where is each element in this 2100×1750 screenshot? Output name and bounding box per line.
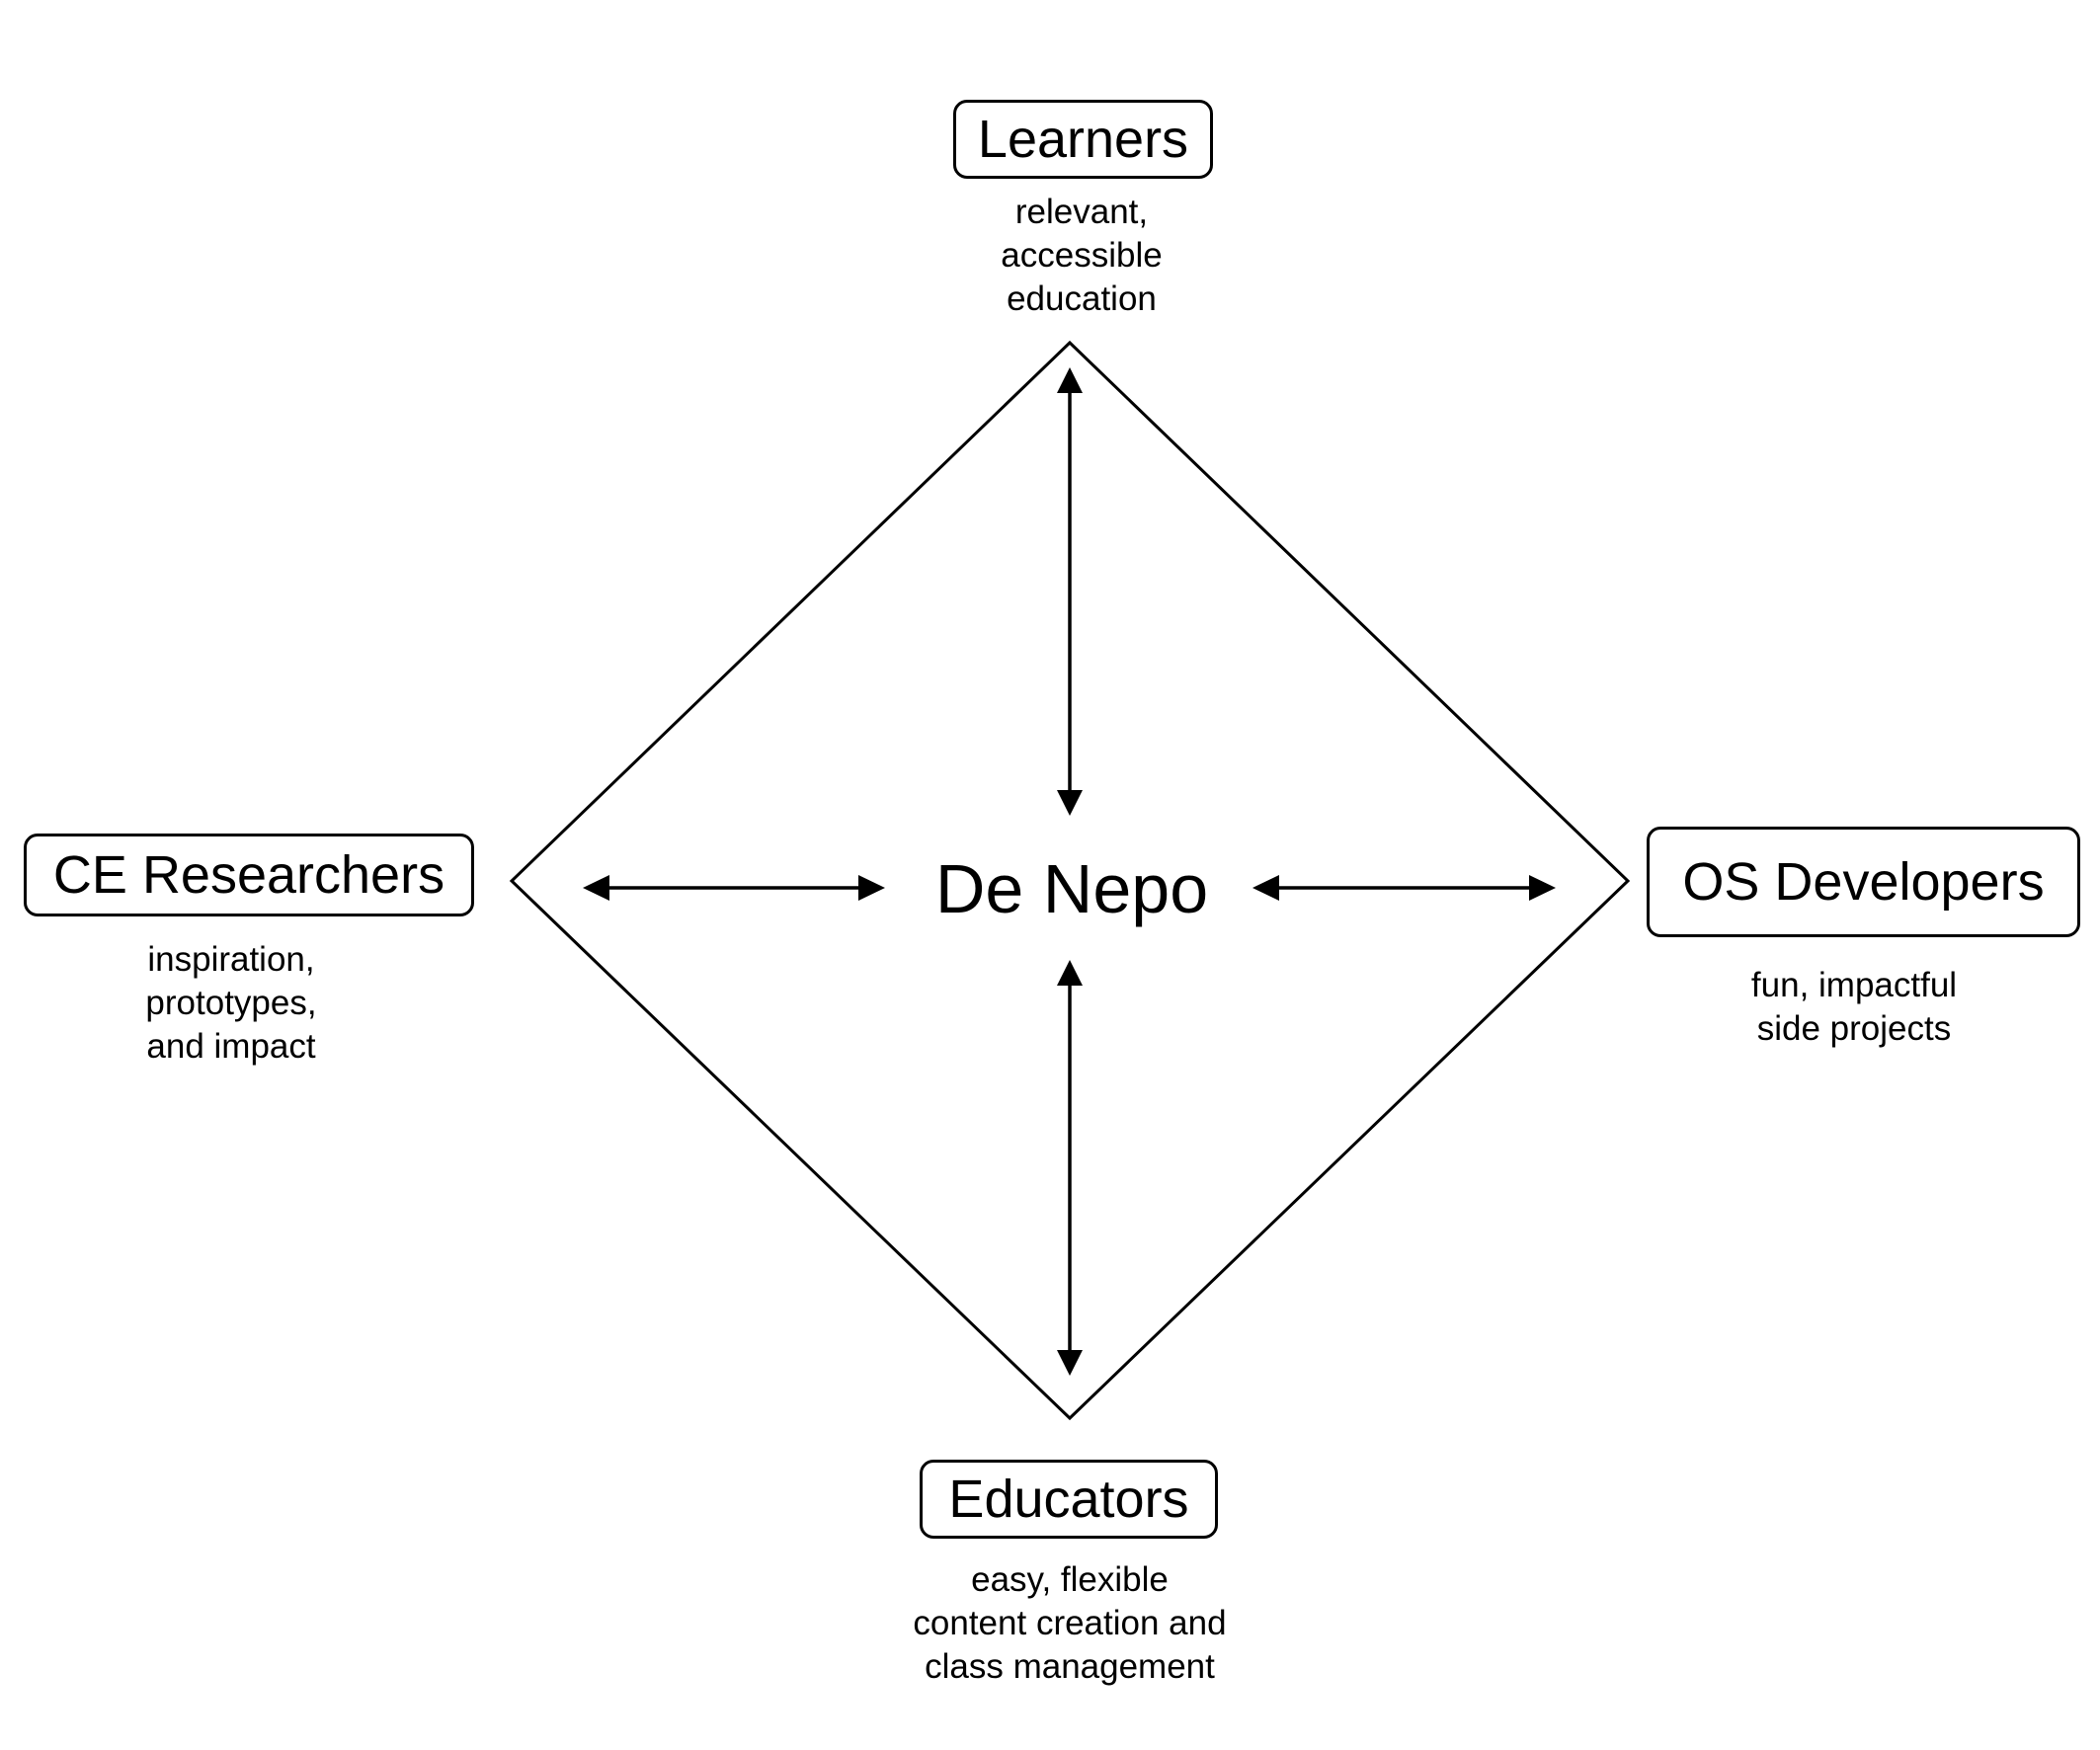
arrow-top — [1057, 367, 1083, 816]
educators-caption: easy, flexible content creation and clas… — [872, 1558, 1267, 1689]
caption-line: class management — [925, 1647, 1215, 1686]
caption-line: and impact — [146, 1027, 316, 1066]
caption-line: content creation and — [913, 1604, 1227, 1642]
ce-researchers-box: CE Researchers — [24, 834, 474, 916]
os-developers-caption: fun, impactful side projects — [1706, 964, 2002, 1051]
os-developers-label: OS Developers — [1682, 852, 2045, 912]
caption-line: side projects — [1756, 1009, 1952, 1048]
caption-line: fun, impactful — [1750, 966, 1958, 1004]
ce-researchers-caption: inspiration, prototypes, and impact — [83, 938, 379, 1069]
ce-researchers-label: CE Researchers — [52, 845, 445, 905]
learners-caption: relevant, accessible education — [933, 191, 1230, 321]
os-developers-box: OS Developers — [1647, 827, 2080, 937]
arrow-right — [1252, 875, 1556, 901]
caption-line: easy, flexible — [971, 1560, 1169, 1599]
caption-line: prototypes, — [145, 984, 317, 1022]
caption-line: inspiration, — [147, 940, 315, 979]
arrow-bottom — [1057, 960, 1083, 1376]
caption-line: relevant, — [1014, 193, 1149, 231]
arrow-left — [583, 875, 885, 901]
center-label: De Nepo — [934, 850, 1209, 927]
learners-box: Learners — [953, 100, 1213, 179]
caption-line: education — [1007, 279, 1157, 318]
caption-line: accessible — [1001, 236, 1163, 275]
learners-label: Learners — [977, 110, 1189, 169]
educators-label: Educators — [948, 1470, 1189, 1529]
educators-box: Educators — [920, 1460, 1218, 1539]
central-diamond — [509, 340, 1631, 1421]
